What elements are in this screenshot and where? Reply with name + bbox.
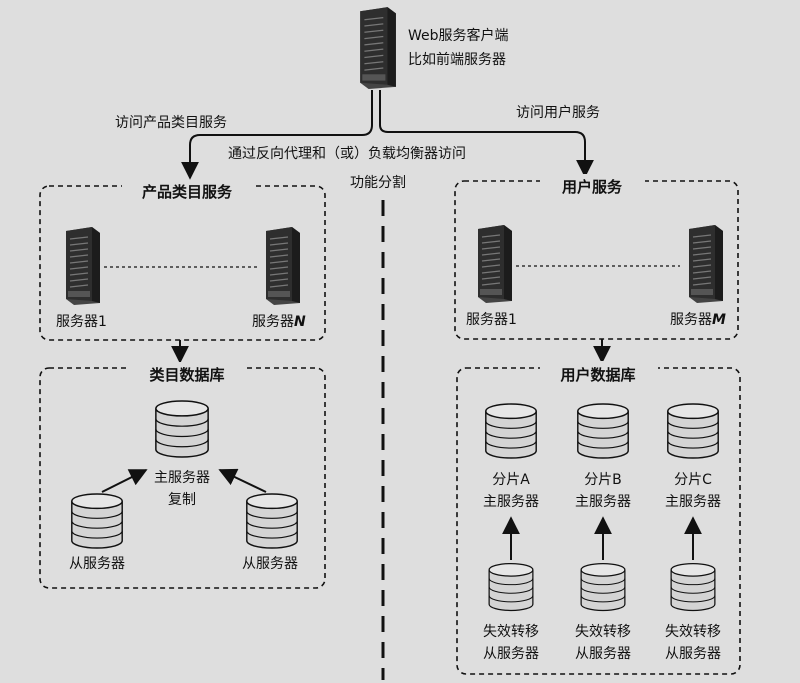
failover-b-label-line2: 从服务器 (575, 646, 631, 662)
product-db-box (39, 367, 326, 589)
shard-b-label-line1: 分片B (584, 472, 622, 488)
shard-c-db-icon (667, 403, 719, 459)
arrow-to-product-service (181, 90, 373, 180)
product-server-n-icon (265, 226, 301, 305)
product-server-1-icon (65, 226, 101, 305)
failover-a-db-icon (488, 562, 534, 612)
web-client-server-icon (359, 6, 397, 90)
shard-b-label-line2: 主服务器 (575, 494, 631, 510)
failover-c-label-line1: 失效转移 (665, 624, 721, 640)
user-db-box (456, 367, 741, 675)
failover-c-label-line2: 从服务器 (665, 646, 721, 662)
product-master-label-line2: 复制 (168, 491, 196, 508)
edge-label-user: 访问用户服务 (516, 104, 600, 121)
product-db-group: 类目数据库 主服务器 复制 从服务器 从服务器 (39, 362, 326, 589)
user-server-m-label: 服务器M (670, 312, 726, 328)
shard-a-db-icon (485, 403, 537, 459)
replication-arrow-left (101, 469, 148, 493)
product-master-label-line1: 主服务器 (154, 470, 210, 486)
edge-label-proxy: 通过反向代理和（或）负载均衡器访问 (228, 146, 466, 162)
shard-b-db-icon (577, 403, 629, 459)
product-db-title: 类目数据库 (149, 366, 224, 384)
product-service-group: 产品类目服务 服务器1 服务器N (39, 180, 326, 341)
product-service-title: 产品类目服务 (142, 183, 233, 201)
shard-c-label-line2: 主服务器 (665, 494, 721, 510)
product-master-db-icon (155, 400, 209, 458)
client-connectors (181, 90, 594, 180)
shard-a-label-line2: 主服务器 (483, 494, 539, 510)
user-db-title: 用户数据库 (560, 366, 635, 384)
user-db-group: 用户数据库 分片A 主服务器 分片B 主服务器 分片C 主服务器 失效转移 从服… (456, 361, 741, 675)
product-server-1-label: 服务器1 (56, 314, 107, 330)
user-server-m-icon (688, 224, 724, 304)
user-service-group: 用户服务 服务器1 服务器M (454, 174, 739, 340)
failover-a-label-line1: 失效转移 (483, 624, 539, 640)
product-slave-left-label: 从服务器 (69, 556, 125, 572)
edge-label-product: 访问产品类目服务 (115, 115, 227, 131)
product-slave-right-label: 从服务器 (242, 556, 298, 572)
failover-c-db-icon (670, 562, 716, 612)
client-label-line2: 比如前端服务器 (408, 51, 506, 68)
shard-a-label-line1: 分片A (492, 472, 530, 488)
user-server-1-icon (477, 224, 513, 304)
shard-c-label-line1: 分片C (674, 472, 712, 488)
split-label: 功能分割 (350, 174, 406, 191)
user-server-1-label: 服务器1 (466, 312, 517, 328)
user-service-title: 用户服务 (562, 178, 623, 196)
replication-arrow-right (218, 468, 267, 493)
product-server-n-label: 服务器N (252, 314, 306, 330)
client-label-line1: Web服务客户端 (408, 27, 509, 44)
product-slave-right-db-icon (246, 493, 298, 549)
product-slave-left-db-icon (71, 493, 123, 549)
failover-b-db-icon (580, 562, 626, 612)
failover-b-label-line1: 失效转移 (575, 624, 631, 640)
failover-a-label-line2: 从服务器 (483, 646, 539, 662)
arrow-to-user-service (379, 90, 594, 178)
